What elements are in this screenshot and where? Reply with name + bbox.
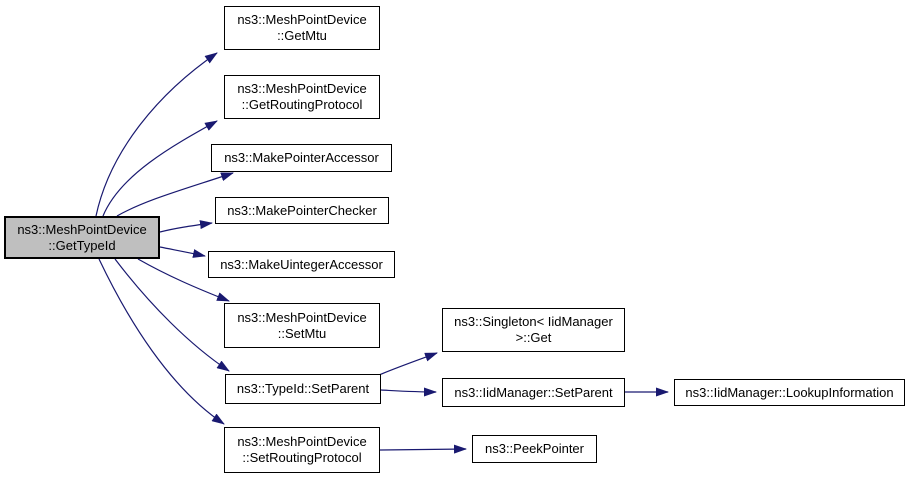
- node-label-line: ns3::MeshPointDevice: [237, 12, 367, 27]
- node-label-line: ns3::PeekPointer: [484, 441, 584, 456]
- node-getMtu[interactable]: ns3::MeshPointDevice::GetMtu: [224, 6, 380, 50]
- node-label-line: ns3::Singleton< IidManager: [454, 314, 613, 329]
- edge-getTypeId-makePointerChecker: [159, 220, 213, 233]
- node-label-line: ::SetMtu: [277, 325, 327, 341]
- node-getRoutingProtocol[interactable]: ns3::MeshPointDevice::GetRoutingProtocol: [224, 75, 380, 119]
- node-label-line: ns3::MeshPointDevice: [237, 309, 367, 325]
- edge-getTypeId-setRoutingProtocol: [98, 258, 225, 425]
- node-label-line: ns3::MeshPointDevice: [237, 434, 367, 449]
- edge-getTypeId-getRoutingProtocol: [102, 120, 218, 217]
- node-label-line: ns3::IidManager::LookupInformation: [685, 384, 894, 400]
- node-label-line: ns3::MakeUintegerAccessor: [220, 256, 383, 272]
- node-lookupInformation[interactable]: ns3::IidManager::LookupInformation: [674, 379, 905, 406]
- node-label-line: ::SetRoutingProtocol: [242, 450, 362, 465]
- node-label-line: ns3::MakePointerChecker: [227, 202, 377, 218]
- node-setMtu[interactable]: ns3::MeshPointDevice::SetMtu: [224, 303, 380, 348]
- edge-typeIdSetParent-singletonGet: [378, 352, 438, 376]
- node-peekPointer[interactable]: ns3::PeekPointer: [472, 435, 597, 463]
- edge-typeIdSetParent-iidManagerSetParent: [380, 387, 437, 397]
- node-makeUintegerAccessor[interactable]: ns3::MakeUintegerAccessor: [208, 251, 395, 278]
- node-typeIdSetParent[interactable]: ns3::TypeId::SetParent: [225, 374, 381, 404]
- node-makePointerAccessor[interactable]: ns3::MakePointerAccessor: [211, 144, 392, 172]
- node-singletonGet[interactable]: ns3::Singleton< IidManager>::Get: [442, 308, 625, 352]
- node-iidManagerSetParent[interactable]: ns3::IidManager::SetParent: [442, 378, 625, 407]
- node-label-line: ns3::TypeId::SetParent: [236, 381, 370, 396]
- edge-getTypeId-makeUintegerAccessor: [159, 246, 206, 258]
- edge-getTypeId-getMtu: [95, 52, 218, 217]
- node-label-line: ns3::IidManager::SetParent: [454, 384, 613, 400]
- node-makePointerChecker[interactable]: ns3::MakePointerChecker: [215, 197, 389, 224]
- node-getTypeId: ns3::MeshPointDevice::GetTypeId: [4, 216, 160, 259]
- node-label-line: ::GetMtu: [277, 28, 327, 43]
- node-label-line: ns3::MeshPointDevice: [237, 81, 367, 96]
- node-setRoutingProtocol[interactable]: ns3::MeshPointDevice::SetRoutingProtocol: [224, 427, 380, 473]
- node-label-line: >::Get: [515, 330, 552, 345]
- node-label-line: ns3::MeshPointDevice: [17, 221, 147, 237]
- node-label-line: ::GetRoutingProtocol: [241, 97, 363, 112]
- edge-setRoutingProtocol-peekPointer: [379, 444, 467, 454]
- node-label-line: ::GetTypeId: [48, 237, 116, 253]
- node-label-line: ns3::MakePointerAccessor: [224, 150, 379, 165]
